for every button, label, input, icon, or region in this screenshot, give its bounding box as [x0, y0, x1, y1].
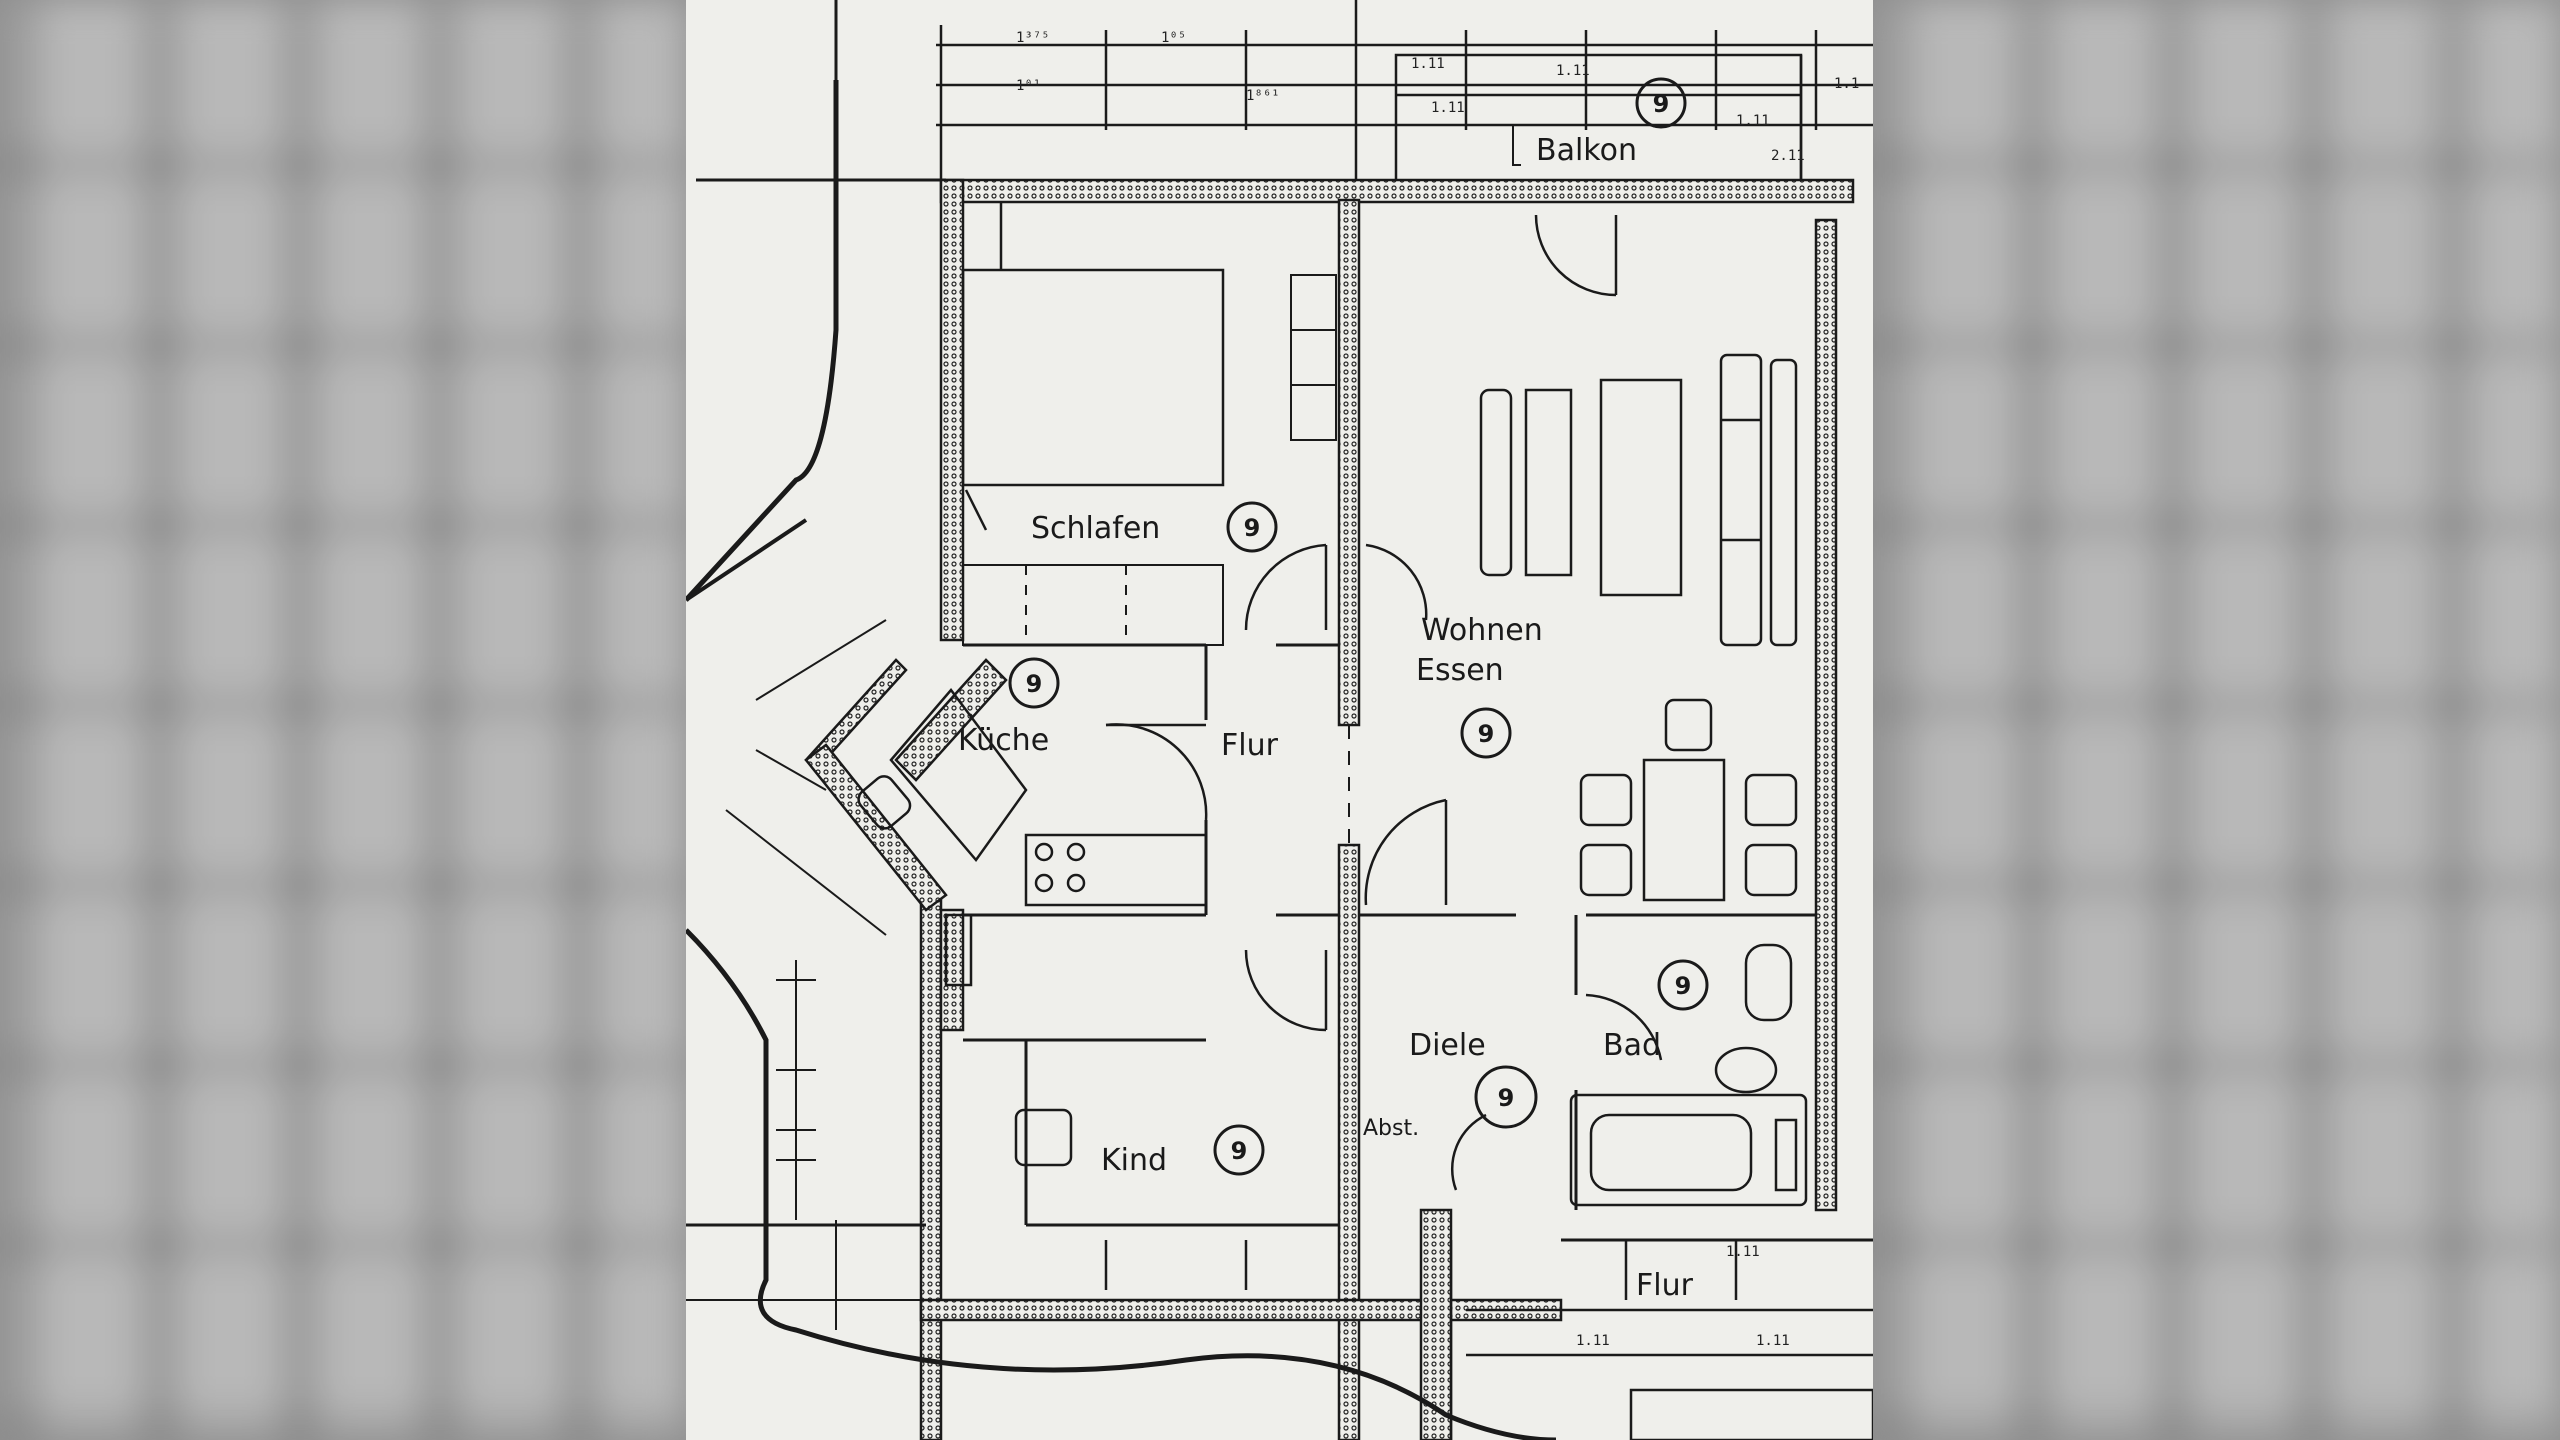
- dimension-label: 1.11: [1576, 1333, 1610, 1349]
- bathroom-fixtures: [1569, 943, 1808, 1207]
- marker-number: 9: [1675, 972, 1692, 1000]
- marker-bad: [1657, 959, 1709, 1011]
- marker-balkon: [1635, 77, 1687, 129]
- floor-plan-sheet: 9 9 9 9 9 9 9 Balkon Schlafen Wohnen Ess…: [686, 0, 1873, 1440]
- label-abstell: Abst.: [1363, 1116, 1419, 1141]
- label-essen: Essen: [1416, 653, 1504, 688]
- label-kind: Kind: [1101, 1143, 1167, 1178]
- dimension-label: 1.11: [1756, 1333, 1790, 1349]
- label-schlafen: Schlafen: [1031, 511, 1160, 546]
- diagonal-dimension: [686, 619, 926, 1330]
- top-dimension-lines: [696, 0, 1873, 185]
- marker-number: 9: [1244, 514, 1261, 542]
- marker-diele: [1474, 1065, 1538, 1129]
- sofa: [1479, 353, 1798, 647]
- marker-number: 9: [1026, 670, 1043, 698]
- dimension-label: 1.11: [1556, 63, 1590, 79]
- blurred-background-right: [1873, 0, 2560, 1440]
- lower-corridor: [1104, 1240, 1873, 1440]
- marker-number: 9: [1231, 1137, 1248, 1165]
- marker-number: 9: [1653, 90, 1670, 118]
- dimension-label: 1.11: [1411, 56, 1445, 72]
- dimension-label: 1.1: [1834, 76, 1859, 92]
- marker-kind: [1213, 1124, 1265, 1176]
- bed: [961, 202, 1225, 487]
- dimension-label: 1⁰¹: [1016, 78, 1041, 94]
- walls: [804, 178, 1855, 1440]
- dimension-label: 1.11: [1736, 113, 1770, 129]
- marker-number: 9: [1478, 720, 1495, 748]
- dimension-label: 1⁰⁵: [1161, 30, 1186, 46]
- room-markers: [1008, 77, 1709, 1176]
- label-balkon: Balkon: [1536, 133, 1637, 168]
- marker-schlafen: [1226, 501, 1278, 553]
- label-diele: Diele: [1409, 1028, 1486, 1063]
- label-kueche: Küche: [958, 723, 1049, 758]
- dimension-label: 1³⁷⁵: [1016, 30, 1050, 46]
- child-desk: [1014, 1108, 1073, 1167]
- label-flur-outer: Flur: [1636, 1268, 1694, 1303]
- label-wohnen: Wohnen: [1421, 613, 1543, 648]
- floor-plan-drawing: 9 9 9 9 9 9 9 Balkon Schlafen Wohnen Ess…: [686, 0, 1873, 1440]
- wardrobe: [962, 274, 1337, 646]
- marker-wohnen: [1460, 707, 1512, 759]
- marker-number: 9: [1498, 1084, 1515, 1112]
- label-flur-inner: Flur: [1221, 728, 1279, 763]
- door-swings: [964, 214, 1663, 1191]
- kitchen-counter: [857, 688, 1208, 987]
- dimension-label: 1.11: [1431, 100, 1465, 116]
- label-bad: Bad: [1603, 1028, 1661, 1063]
- blurred-background-left: [0, 0, 686, 1440]
- dimension-label: 1.11: [1726, 1244, 1760, 1260]
- dimension-label: 1⁸⁶¹: [1246, 88, 1280, 104]
- dining-table: [1579, 698, 1798, 902]
- partitions: [686, 80, 1873, 1440]
- dimension-label: 2.11: [1771, 148, 1805, 164]
- marker-kueche: [1008, 657, 1060, 709]
